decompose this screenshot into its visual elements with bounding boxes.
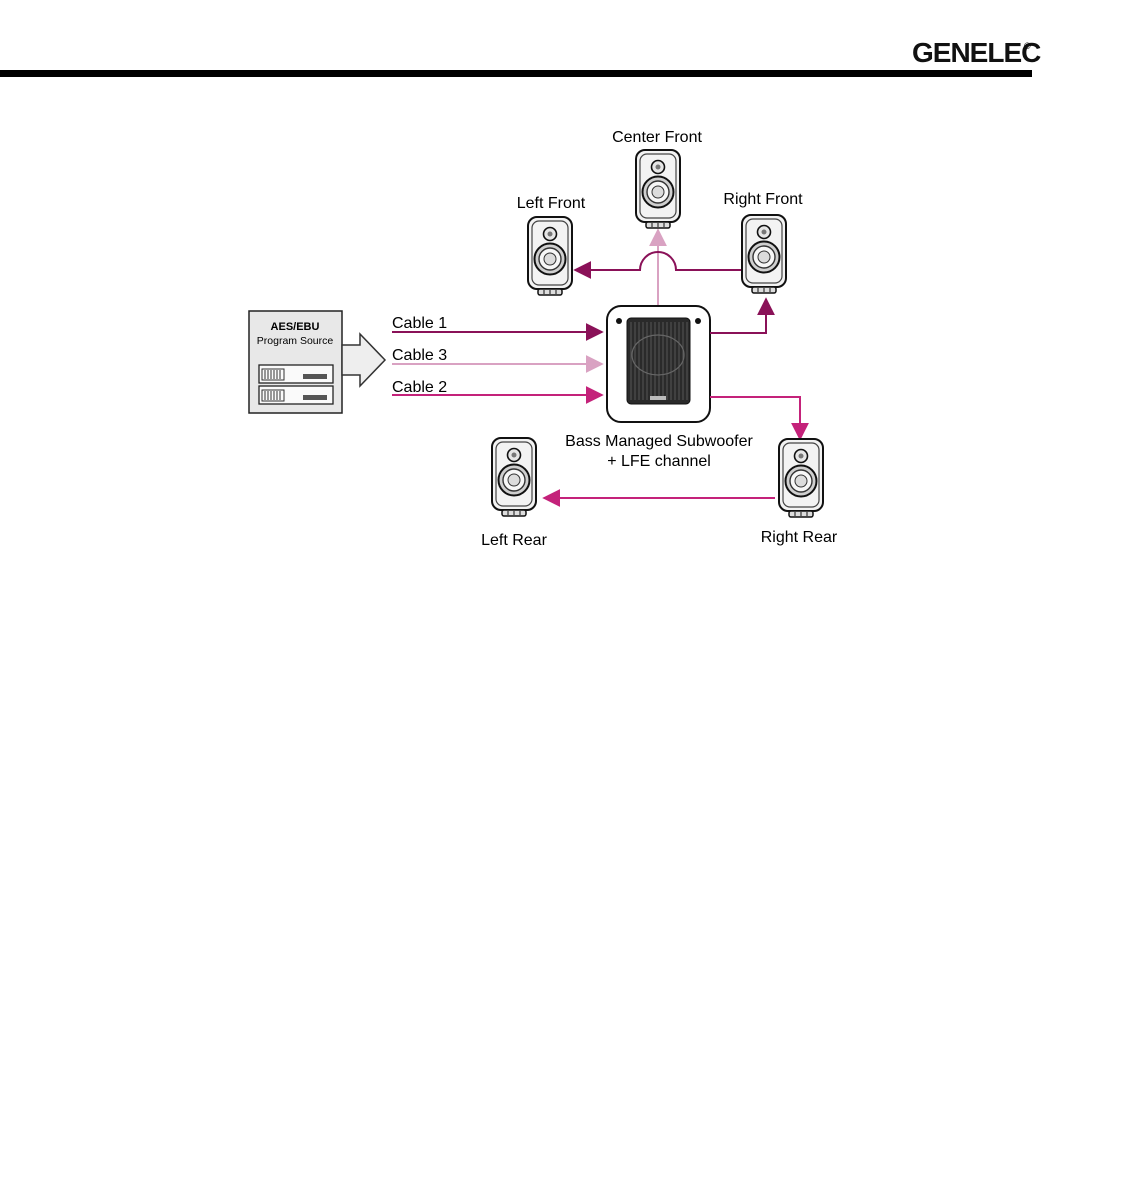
subwoofer-badge [650,396,666,400]
subwoofer-label-line1: Bass Managed Subwoofer [565,433,753,450]
registered-mark: ® [1024,41,1031,51]
subwoofer-screw-left [616,318,622,324]
speaker-label-center-front: Center Front [612,129,702,146]
speaker-center-front: Center Front [612,129,702,228]
speaker-label-right-front: Right Front [723,191,803,208]
speaker-right-front: Right Front [723,191,803,293]
source-title: AES/EBU [271,321,320,333]
speaker-label-right-rear: Right Rear [761,529,838,546]
source-device-2 [259,386,333,404]
cable-1-label: Cable 1 [392,315,447,332]
source-subtitle: Program Source [257,335,334,347]
speaker-label-left-front: Left Front [517,195,586,212]
route-right-front [710,299,766,333]
speaker-left-rear: Left Rear [481,438,547,549]
source-device-1 [259,365,333,383]
cable-3-label: Cable 3 [392,347,447,364]
program-source: AES/EBU Program Source [249,311,385,413]
speaker-label-left-rear: Left Rear [481,532,547,549]
cable-2-label: Cable 2 [392,379,447,396]
header-rule [0,70,1032,77]
speaker-left-front: Left Front [517,195,586,295]
header: GENELEC ® [0,37,1041,77]
subwoofer-screw-right [695,318,701,324]
source-output-arrow [342,334,385,386]
speaker-right-rear: Right Rear [761,439,838,546]
subwoofer-label-line2: + LFE channel [607,453,711,470]
brand-logo: GENELEC [912,37,1041,68]
subwoofer: Bass Managed Subwoofer + LFE channel [565,306,753,470]
subwoofer-grille-slots [631,322,687,400]
input-cables: Cable 1 Cable 3 Cable 2 [392,315,602,396]
